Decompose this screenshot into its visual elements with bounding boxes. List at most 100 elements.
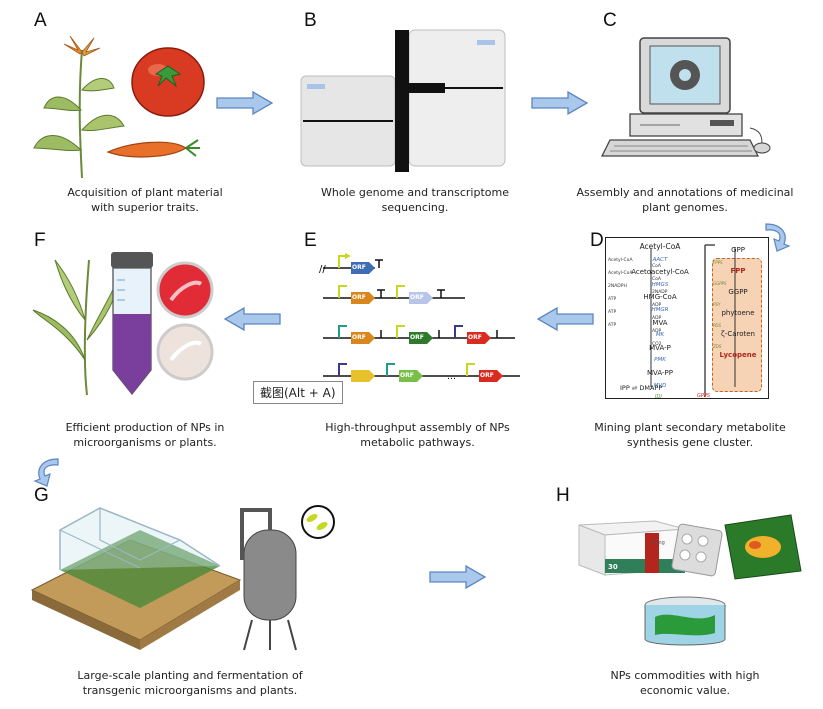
greenhouse-icon — [30, 507, 242, 650]
sequencer-center-column — [395, 30, 409, 172]
greenhouse-fermenter-illustration — [30, 505, 335, 651]
cofactor-2nadp: 2NADP — [652, 290, 668, 295]
caption-d-line2: synthesis gene cluster. — [626, 436, 754, 449]
cofactor-coa-2: CoA — [652, 277, 661, 282]
cofactor-atp-2: ATP — [608, 310, 617, 315]
node-acetyl-coa: Acetyl-CoA — [639, 242, 681, 251]
svg-text:…: … — [447, 372, 456, 382]
panel-letter-a: A — [34, 10, 47, 31]
sequencer-illustration — [300, 29, 506, 172]
caption-a-line2: with superior traits. — [91, 201, 199, 214]
enzyme-fpps: FPPS — [713, 260, 723, 265]
plant-icon — [32, 259, 122, 396]
pathway-ipp-dmapp: IPP ⇄ DMAPP — [620, 384, 663, 392]
enzyme-mvd: MVD — [653, 382, 667, 389]
pathway-cofactors-left: Acetyl-CoA Acetyl-CoA 2NADPH ATP ATP ATP — [608, 254, 646, 332]
petri-dish-icons — [156, 261, 214, 381]
pathway-carotenoid-labels: GPP FPP GGPP phytoene ζ-Caroten Lycopene — [712, 240, 764, 366]
cofactor-2nadph: 2NADPH — [608, 284, 627, 289]
node-acetoacetyl-coa: Acetoacetyl-CoA — [631, 268, 689, 277]
caption-h-line2: economic value. — [639, 684, 731, 697]
node-dmapp: DMAPP — [639, 384, 663, 392]
caption-a: Acquisition of plant material with super… — [40, 185, 250, 215]
construct-row-2 — [323, 285, 465, 304]
caption-e-line2: metabolic pathways. — [360, 436, 475, 449]
caption-e: High-throughput assembly of NPs metaboli… — [300, 420, 535, 450]
enzyme-pds: PDS — [713, 323, 722, 328]
microorganism-zoom-icon — [301, 505, 335, 539]
medicine-box-icon — [578, 520, 686, 576]
caption-f-line2: microorganisms or plants. — [73, 436, 217, 449]
orf-label-2: ORF — [352, 294, 366, 301]
cofactor-atp-1: ATP — [608, 297, 617, 302]
commodities-illustration — [578, 514, 802, 646]
flow-arrow-g-h — [429, 564, 487, 590]
orf-label-7: ORF — [400, 372, 414, 379]
node-hmg-coa: HMG-CoA — [643, 293, 677, 302]
culture-tube-icon — [111, 252, 153, 396]
node-mva-p: MVA-P — [649, 343, 671, 352]
flow-arrow-d-e — [536, 306, 594, 332]
computer-illustration — [600, 37, 771, 157]
screenshot-tooltip: 截图(Alt + A) — [253, 381, 343, 404]
production-illustration — [32, 252, 214, 396]
plant-material-illustration — [33, 35, 205, 179]
caption-b-line1: Whole genome and transcriptome — [321, 186, 509, 199]
panel-letter-f: F — [34, 230, 46, 251]
keyboard-icon — [600, 139, 760, 157]
construct-row-1: // — [319, 253, 383, 275]
node-fpp: FPP — [730, 267, 746, 275]
caption-d-line1: Mining plant secondary metabolite — [594, 421, 786, 434]
flow-arrow-b-c — [531, 90, 589, 116]
node-zeta-carotene: ζ-Caroten — [720, 330, 755, 338]
enzyme-aact: AACT — [652, 256, 668, 263]
medicinal-plant-icon — [33, 35, 125, 179]
pathway-cofactors-right: CoA CoA 2NADP ADP ADP ADP CO2 — [652, 260, 692, 351]
node-ipp: IPP — [620, 384, 630, 392]
food-bag-icon — [724, 514, 802, 580]
flow-arrow-e-f — [223, 306, 281, 332]
panel-letter-c: C — [603, 10, 617, 31]
caption-g: Large-scale planting and fermentation of… — [30, 668, 350, 698]
construct-row-4: … — [323, 363, 520, 382]
pathway-arrows — [650, 244, 736, 397]
box-dose: 8 mg — [652, 540, 665, 546]
pathway-carotenoid-enzymes: FPPS GGPPS PSY PDS ZDS — [713, 252, 729, 357]
caption-b: Whole genome and transcriptome sequencin… — [300, 185, 530, 215]
blister-pack-icon — [671, 523, 723, 577]
caption-h: NPs commodities with high economic value… — [575, 668, 795, 698]
enzyme-pmk: PMK — [654, 357, 666, 364]
caption-f: Efficient production of NPs in microorga… — [30, 420, 260, 450]
panel-letter-e: E — [304, 230, 317, 251]
cofactor-adp-1: ADP — [652, 303, 662, 308]
node-mva: MVA — [652, 318, 668, 327]
carotenoid-box — [712, 258, 762, 392]
mouse-icon — [753, 142, 771, 154]
flow-arrow-c-d — [765, 223, 791, 252]
caption-c-line2: plant genomes. — [642, 201, 728, 214]
caption-a-line1: Acquisition of plant material — [67, 186, 223, 199]
caption-h-line1: NPs commodities with high — [610, 669, 760, 682]
tomato-icon — [131, 47, 205, 117]
orf-label-6: ORF — [468, 334, 482, 341]
box-number: 30 — [608, 563, 618, 571]
enzyme-hmgs: HMGS — [651, 281, 669, 288]
enzyme-ggpps: GGPPS — [713, 281, 727, 286]
orf-label-1: ORF — [352, 264, 366, 271]
enzyme-gpps: GPPS — [697, 393, 711, 399]
carrot-icon — [106, 139, 200, 158]
flow-arrow-f-g — [33, 458, 59, 487]
cofactor-adp-3: ADP — [652, 329, 662, 334]
cofactor-co2: CO2 — [652, 342, 662, 347]
cofactor-coa-1: CoA — [652, 264, 661, 269]
svg-text://: // — [319, 264, 326, 275]
caption-f-line1: Efficient production of NPs in — [65, 421, 225, 434]
node-gpp: GPP — [731, 246, 745, 254]
enzyme-zds: ZDS — [713, 344, 722, 349]
cofactor-adp-2: ADP — [652, 316, 662, 321]
gene-constructs: // — [319, 253, 520, 382]
panel-letter-b: B — [304, 10, 317, 31]
orf-label-4: ORF — [352, 334, 366, 341]
caption-d: Mining plant secondary metabolite synthe… — [570, 420, 810, 450]
flow-arrow-a-b — [216, 90, 274, 116]
